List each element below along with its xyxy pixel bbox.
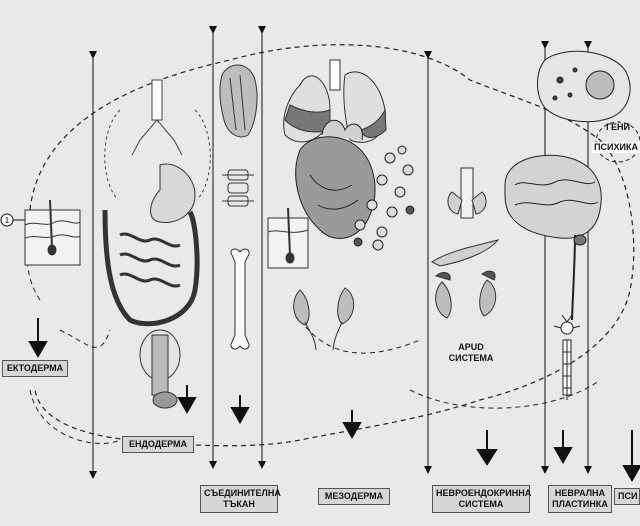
- label-neuroendocrine-line1: НЕВРОЕНДОКРИННА: [436, 488, 532, 498]
- skin-section-right: [267, 207, 309, 269]
- label-ectoderm-text: ЕКТОДЕРМА: [6, 363, 64, 373]
- label-connective-line1: СЪЕДИНИТЕЛНА: [204, 488, 281, 498]
- label-psy-cut: ПСИ: [614, 488, 640, 505]
- muscle-icon: [219, 64, 258, 138]
- label-psy-cut-text: ПСИ: [618, 491, 638, 501]
- label-neuroendocrine-line2: СИСТЕМА: [458, 499, 504, 509]
- digestive-tract-icon: [102, 163, 200, 409]
- label-connective-line2: ТЪКАН: [223, 499, 255, 509]
- label-psychic: ПСИХИКА: [592, 142, 640, 153]
- label-psychic-text: ПСИХИКА: [594, 142, 638, 152]
- label-mesoderm: МЕЗОДЕРМА: [318, 488, 390, 505]
- thyroid-icon: [447, 167, 487, 219]
- label-neural-plate: НЕВРАЛНА ПЛАСТИНКА: [548, 485, 612, 513]
- label-endoderm-text: ЕНДОДЕРМА: [128, 439, 188, 449]
- brain-icon: [504, 154, 602, 321]
- label-neuroendocrine: НЕВРОЕНДОКРИННА СИСТЕМА: [432, 485, 532, 513]
- label-apud-system: APUD СИСТЕМА: [436, 342, 506, 364]
- label-apud-line2: СИСТЕМА: [448, 353, 494, 363]
- vertebrae-icon: [222, 169, 254, 207]
- label-neural-line2: ПЛАСТИНКА: [552, 499, 608, 509]
- kidneys-icon: [293, 287, 355, 351]
- pancreas-icon: [431, 239, 500, 267]
- label-apud-line1: APUD: [458, 342, 484, 352]
- label-genes-text: ГЕНИ: [605, 122, 631, 132]
- down-arrows: [28, 318, 640, 483]
- heart-icon: [295, 120, 376, 239]
- cell-icon: [537, 50, 631, 123]
- label-endoderm: ЕНДОДЕРМА: [122, 436, 194, 453]
- marker-number: 1: [5, 216, 10, 225]
- blood-cells-icon: [353, 145, 415, 251]
- bone-icon: [230, 248, 250, 350]
- label-mesoderm-text: МЕЗОДЕРМА: [324, 491, 384, 501]
- dashed-outline-inner: [26, 214, 421, 354]
- adrenal-kidneys-icon: [435, 270, 497, 319]
- label-connective-tissue: СЪЕДИНИТЕЛНА ТЪКАН: [200, 485, 281, 513]
- label-neural-line1: НЕВРАЛНА: [554, 488, 606, 498]
- neuron-icon: [553, 314, 581, 400]
- skin-section-left: [24, 199, 81, 266]
- label-genes: ГЕНИ: [600, 122, 636, 133]
- label-ectoderm: ЕКТОДЕРМА: [2, 360, 68, 377]
- trachea-icon: [104, 79, 211, 201]
- dashed-outline-bottom: [29, 379, 601, 444]
